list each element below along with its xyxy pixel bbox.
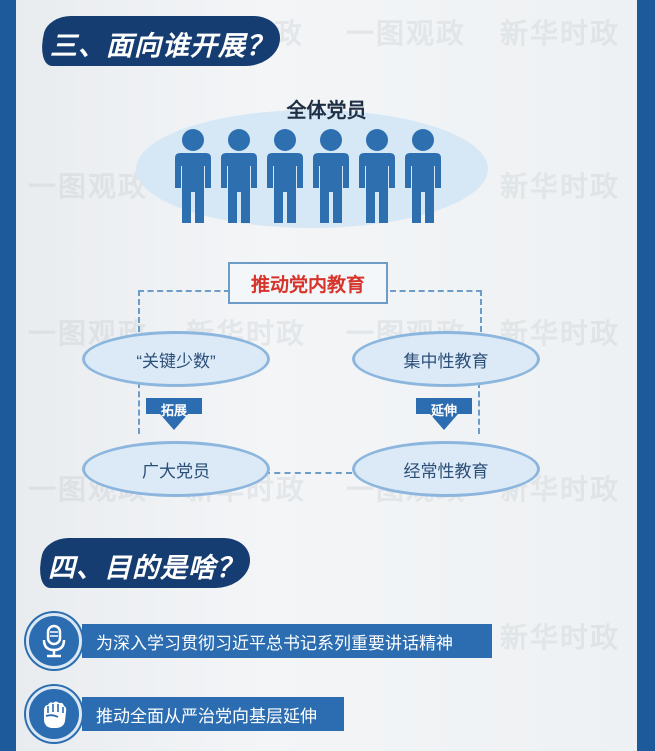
watermark: 新华时政 <box>500 622 621 653</box>
person-icon <box>359 129 395 223</box>
connector-line <box>478 382 480 434</box>
expand-arrow-label: 拓展 <box>160 403 187 418</box>
centralized-education-ellipse: 集中性教育 <box>352 331 540 387</box>
connector-line <box>138 290 230 332</box>
key-minority-ellipse: “关键少数” <box>82 331 270 387</box>
extend-arrow-label: 延伸 <box>430 403 457 418</box>
connector-line <box>138 382 140 434</box>
extend-arrow: 延伸 <box>414 398 474 432</box>
purpose-item-1: 为深入学习贯彻习近平总书记系列重要讲话精神 <box>82 624 492 658</box>
connector-line <box>390 290 482 332</box>
section-title-4: 四、目的是啥？ <box>48 553 244 583</box>
connector-line <box>264 472 352 474</box>
watermark: 新华时政 <box>500 18 621 49</box>
person-icon <box>313 129 349 223</box>
watermark: 一图观政 <box>28 171 149 202</box>
arrow-down-icon <box>416 398 472 430</box>
party-members-group <box>175 129 441 223</box>
section-title-3: 三、面向谁开展？ <box>50 31 274 61</box>
person-icon <box>221 129 257 223</box>
person-icon <box>175 129 211 223</box>
watermark: 新华时政 <box>500 171 621 202</box>
members-label: 全体党员 <box>286 100 367 122</box>
regular-education-ellipse: 经常性教育 <box>352 441 540 497</box>
person-icon <box>405 129 441 223</box>
promote-education-box: 推动党内教育 <box>228 262 388 304</box>
infographic-panel: 一图观政 新华时政 一图观政 新华时政 一图观政 新华时政 一图观政 新华时政 … <box>16 0 637 751</box>
purpose-item-2: 推动全面从严治党向基层延伸 <box>82 697 344 731</box>
microphone-icon <box>26 613 82 669</box>
fist-icon <box>26 686 82 742</box>
arrow-down-icon <box>146 398 202 430</box>
watermark: 一图观政 <box>346 18 467 49</box>
expand-arrow: 拓展 <box>144 398 204 432</box>
person-icon <box>267 129 303 223</box>
general-members-ellipse: 广大党员 <box>82 441 270 497</box>
